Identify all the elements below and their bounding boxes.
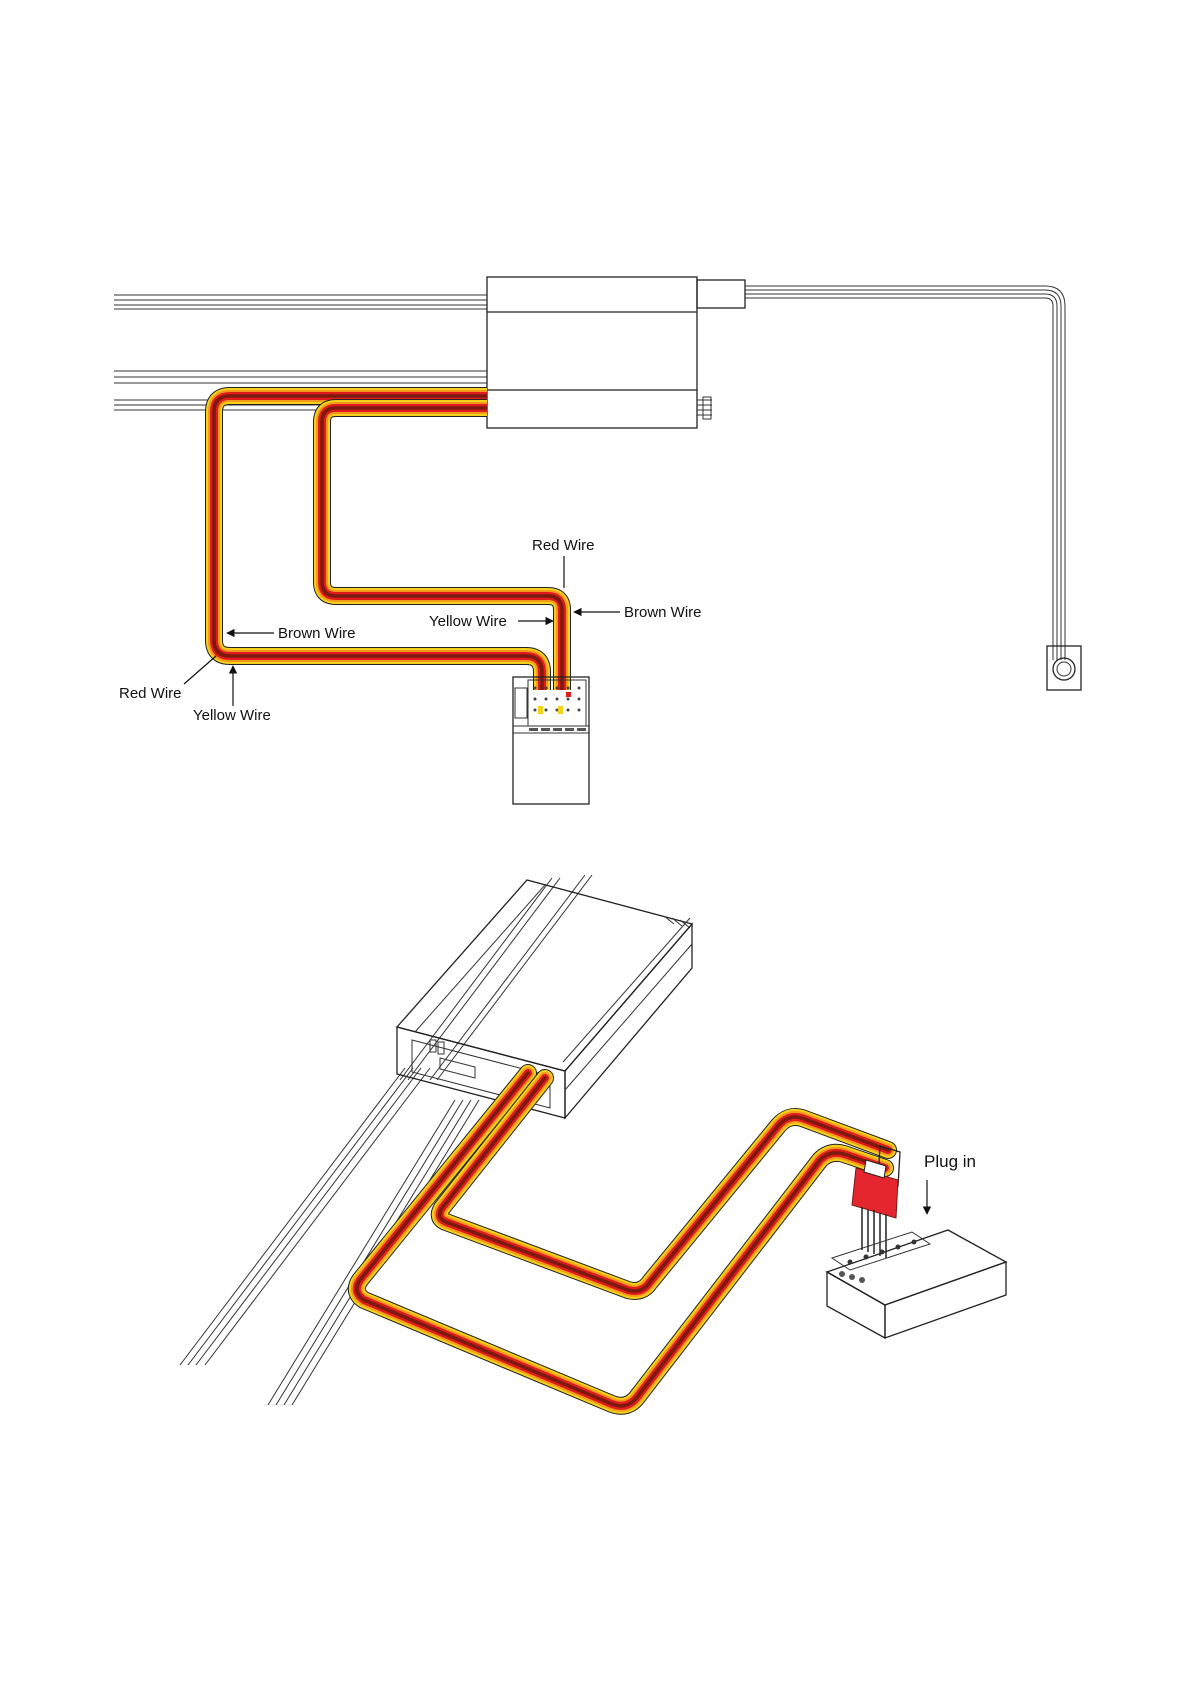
label-brown-wire-right: Brown Wire: [574, 604, 702, 621]
svg-text:Yellow Wire: Yellow Wire: [429, 613, 507, 630]
receiver-board: [513, 677, 589, 804]
rail-lines-upper: [114, 295, 487, 309]
svg-text:Brown Wire: Brown Wire: [624, 604, 702, 621]
iso-receiver-board: [827, 1230, 1006, 1338]
controller-box: [487, 277, 745, 428]
iso-rails-upper: [400, 875, 592, 1080]
label-plug-in: Plug in: [924, 1152, 976, 1214]
sensor-icon: [1047, 646, 1081, 690]
label-red-wire-top: Red Wire: [532, 537, 595, 588]
label-brown-wire-left: Brown Wire: [227, 625, 356, 642]
wire-bundle-left: [214, 396, 542, 690]
svg-text:Plug in: Plug in: [924, 1152, 976, 1171]
svg-text:Yellow Wire: Yellow Wire: [193, 707, 271, 724]
svg-text:Red Wire: Red Wire: [119, 685, 182, 702]
label-red-wire-left: Red Wire: [119, 656, 216, 702]
iso-rails-lower: [180, 1068, 479, 1405]
label-yellow-wire-left: Yellow Wire: [193, 666, 271, 724]
sensor-cable: [745, 286, 1081, 690]
isometric-view-diagram: Plug in: [180, 875, 1006, 1406]
svg-text:Red Wire: Red Wire: [532, 537, 595, 554]
label-yellow-wire-mid: Yellow Wire: [429, 613, 553, 630]
svg-text:Brown Wire: Brown Wire: [278, 625, 356, 642]
top-view-diagram: Red Wire Brown Wire Yellow Wire Brown Wi…: [114, 277, 1081, 804]
